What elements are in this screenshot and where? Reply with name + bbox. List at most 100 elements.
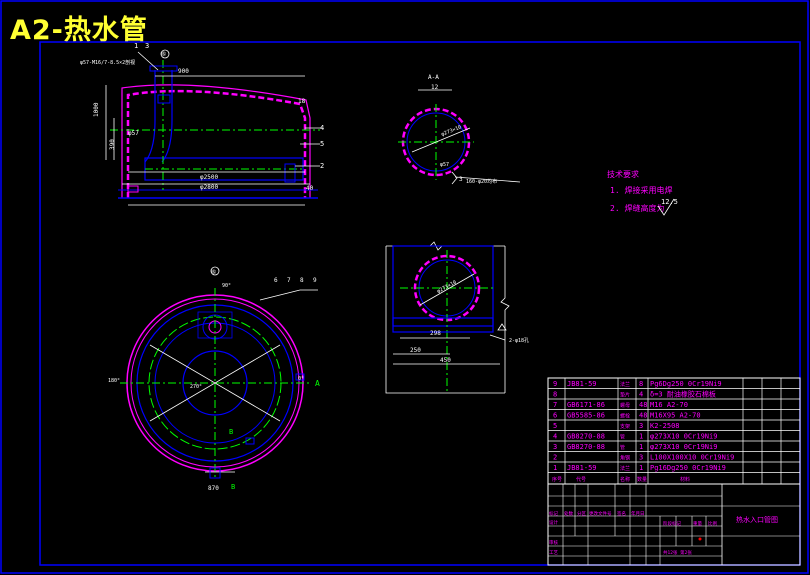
bom-cell-qty: 3 <box>639 422 643 430</box>
bom-cell-qty: 8 <box>639 380 643 388</box>
front-callout-circle: ⑥ <box>161 51 166 58</box>
bom-header-code: 代号 <box>576 476 586 483</box>
bom-cell-qty: 1 <box>639 443 643 451</box>
plan-dim-bottom: 870 <box>208 485 219 492</box>
front-part-4: 4 <box>320 124 324 132</box>
bom-cell-spec: Pg16Dg250 0Cr19Ni9 <box>650 464 726 472</box>
bom-cell-spec: δ=3 耐油橡胶石棉板 <box>650 390 716 399</box>
notes-heading: 技术要求 <box>607 169 639 179</box>
tb-sheets: 共12张 第2张 <box>663 549 692 556</box>
title-block <box>547 483 801 566</box>
section-aa-note: 160-φ20均布 <box>466 178 497 185</box>
bom-header-no: 序号 <box>552 476 562 483</box>
tb-label-design: 设计 <box>549 519 558 526</box>
notes-roughness: 12.5 <box>661 198 678 206</box>
tb-label-sign: 签名 <box>617 510 626 517</box>
bom-cell-qty: 3 <box>639 454 643 462</box>
notes-item-2: 2. 焊缝高度为 <box>610 203 664 213</box>
tb-label-date: 年月日 <box>631 510 645 517</box>
bom-cell-name: 垫片 <box>620 392 630 399</box>
plan-callout-7: 7 <box>287 277 291 284</box>
bom-cell-qty: 48 <box>639 401 647 409</box>
front-dim-bottom-2: φ2800 <box>200 184 218 191</box>
bom-cell-spec: φ273X10 0Cr19Ni9 <box>650 443 717 451</box>
tb-stage: 阶段标记 <box>663 520 681 527</box>
bom-cell-qty: 4 <box>639 391 643 399</box>
bom-cell-no: 5 <box>553 422 557 430</box>
bom-cell-spec: M16 A2-70 <box>650 401 688 409</box>
bom-header-qty: 数量 <box>637 476 647 483</box>
bom-cell-spec: K2-2508 <box>650 422 680 430</box>
front-dim-left-b: 390 <box>109 139 116 150</box>
front-dim-pipe: φ57 <box>128 130 139 137</box>
plan-angle-0: 0° <box>298 376 304 382</box>
bom-cell-name: 法兰 <box>620 381 630 388</box>
front-callout-1: 1 <box>134 42 138 50</box>
tb-label-mark: 标记 <box>549 510 558 517</box>
bom-cell-code: GB6171-86 <box>567 401 605 409</box>
bom-header-name: 名称 <box>620 476 630 483</box>
detail-dim-2: 250 <box>410 347 421 354</box>
bom-cell-code: GB5585-86 <box>567 412 605 420</box>
bom-cell-qty: 48 <box>639 412 647 420</box>
bom-cell-name: 管 <box>620 434 625 441</box>
bom-cell-code: JB81-59 <box>567 464 597 472</box>
tb-label-change: 更改文件号 <box>589 510 612 517</box>
section-aa-label: A-A <box>428 74 439 81</box>
front-dim-top: 900 <box>178 68 189 75</box>
front-view <box>105 49 322 206</box>
front-dim-bottom-1: φ2500 <box>200 174 218 181</box>
bom-cell-no: 7 <box>553 401 557 409</box>
bom-cell-name: 法兰 <box>620 465 630 472</box>
detail-right-note: 2-φ18孔 <box>509 337 529 344</box>
front-part-2: 2 <box>320 162 324 170</box>
plan-callout-8: 8 <box>300 277 304 284</box>
bom-cell-no: 3 <box>553 443 557 451</box>
bom-cell-code: GB8270-88 <box>567 433 605 441</box>
bom-cell-name: 支架 <box>620 423 630 430</box>
bom-cell-name: 螺母 <box>620 402 630 409</box>
plan-label-a: A <box>315 379 320 388</box>
bom-cell-qty: 1 <box>639 433 643 441</box>
plan-callout-circle: ⑥ <box>211 269 216 276</box>
front-dim-left-a: 1000 <box>93 102 100 117</box>
plan-label-b1: B <box>229 428 233 436</box>
detail-dim-1: 298 <box>430 330 441 337</box>
bom-cell-name: 螺栓 <box>620 413 630 420</box>
bom-cell-name: 角钢 <box>620 455 630 462</box>
section-aa-dim-top: 12 <box>431 84 439 91</box>
bom-cell-no: 4 <box>553 433 557 441</box>
plan-angle-90: 90° <box>222 283 231 289</box>
plan-view <box>120 266 318 479</box>
tb-label-zone: 分区 <box>577 510 586 517</box>
tb-label-review: 审核 <box>549 539 558 546</box>
plan-callout-6: 6 <box>274 277 278 284</box>
section-aa-part: 3 <box>459 176 463 183</box>
plan-angle-180: 180° <box>108 378 120 384</box>
bom-cell-no: 8 <box>553 391 557 399</box>
plan-label-b2: B <box>231 483 235 491</box>
front-top-note: φ57-M16/7-8.5×2剖视 <box>80 59 135 66</box>
section-aa-view <box>398 89 521 185</box>
bom-cell-no: 1 <box>553 464 557 472</box>
notes-item-1: 1. 焊接采用电焊 <box>610 185 672 195</box>
roughness-symbol <box>657 198 675 216</box>
plan-angle-270: 270° <box>190 384 202 390</box>
tb-label-process: 工艺 <box>549 550 558 556</box>
bom-cell-name: 管 <box>620 444 625 451</box>
detail-dim-3: 450 <box>440 357 451 364</box>
front-label-r: 18 <box>298 98 306 105</box>
tb-label-count: 处数 <box>564 510 573 517</box>
front-part-5: 5 <box>320 140 324 148</box>
bom-cell-spec: L100X100X10 0Cr19Ni9 <box>650 454 734 462</box>
plan-callout-9: 9 <box>313 277 317 284</box>
bom-cell-code: JB81-59 <box>567 380 597 388</box>
bom-cell-spec: M16X95 A2-70 <box>650 412 701 420</box>
detail-dim-diag: φ273×10 <box>436 280 457 295</box>
bom-cell-code: GB8270-88 <box>567 443 605 451</box>
tb-weight: 重量 <box>693 520 702 527</box>
inner-frame <box>39 41 801 566</box>
